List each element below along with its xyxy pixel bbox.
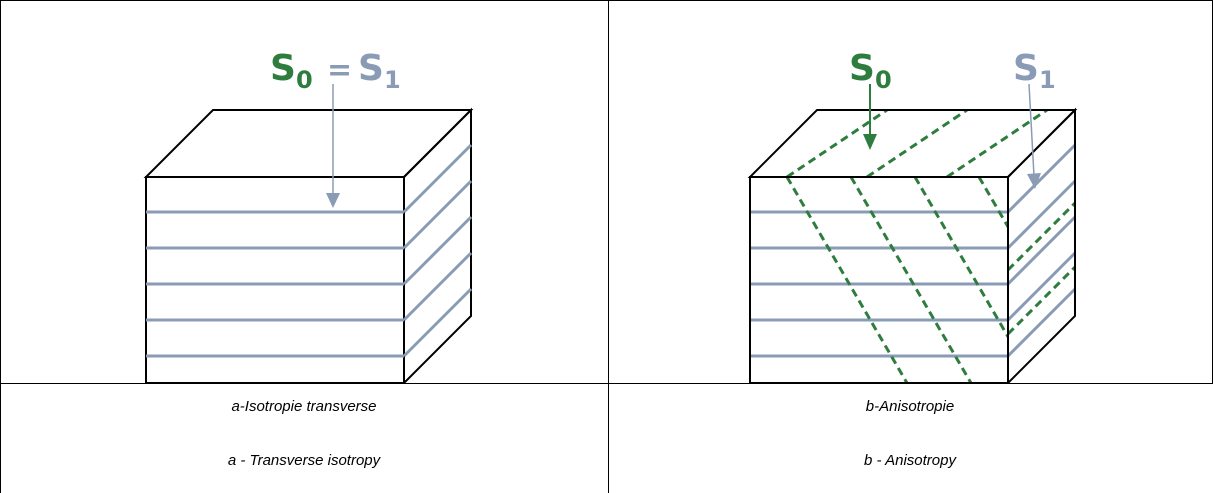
label-s0-a: S0: [270, 48, 313, 94]
cube-right-face: [403, 107, 472, 384]
cube-diagram-b: S0 S1: [747, 48, 1163, 384]
label-equals-a: =: [327, 53, 352, 88]
layer-line-side: [1006, 215, 1077, 286]
layer-line-side: [1006, 287, 1077, 358]
green-dashed-line: [913, 177, 1008, 340]
green-dashed-line: [946, 110, 1048, 177]
panel-a: S0 = S1: [0, 0, 608, 384]
panel-b: S0 S1: [609, 0, 1213, 384]
caption-b-english: b - Anisotropy: [864, 452, 956, 469]
cube-top-face: [747, 109, 1078, 178]
cube-front-face: [145, 176, 405, 384]
table-border-top: [0, 0, 1213, 1]
table-border-left: [0, 0, 1, 493]
layer-line-side: [402, 143, 473, 214]
layer-line-side: [402, 287, 473, 358]
arrow-head-a: [326, 193, 340, 208]
label-s1-a: S1: [358, 48, 401, 94]
layer-line-side: [402, 215, 473, 286]
layer-lines-b: [750, 143, 1077, 358]
green-dashed-line: [1008, 329, 1075, 383]
green-dashed-line: [785, 177, 909, 383]
green-dashed-line: [1008, 201, 1075, 272]
label-s0-b: S0: [849, 48, 892, 94]
layer-line-side: [1006, 251, 1077, 322]
label-s1-b: S1: [1013, 48, 1056, 94]
cube-right-face: [1007, 107, 1076, 384]
layer-line-side: [402, 251, 473, 322]
green-dashed-line: [1043, 177, 1163, 383]
caption-b-french: b-Anisotropie: [865, 398, 955, 415]
table-border-middle: [608, 0, 609, 493]
layer-line-side: [1006, 179, 1077, 250]
arrow-head-s0-b: [863, 134, 877, 150]
caption-a-french: a-Isotropie transverse: [231, 398, 377, 415]
green-dashed-line: [849, 177, 973, 383]
s0-planes-front: [785, 177, 1163, 383]
layer-lines-a: [146, 143, 473, 358]
green-dashed-line: [1008, 265, 1075, 336]
green-dashed-line: [977, 177, 1008, 230]
cube-diagram-a: S0 = S1: [143, 48, 474, 384]
cube-top-face: [143, 109, 474, 178]
green-dashed-line: [866, 110, 968, 177]
layer-line-side: [402, 179, 473, 250]
arrow-head-s1-b: [1027, 173, 1041, 189]
table-border-row: [0, 383, 1213, 384]
cube-front-face: [749, 176, 1009, 384]
arrow-shaft-s1-b: [1028, 83, 1035, 177]
green-dashed-line: [786, 110, 888, 177]
s0-planes-right: [1008, 201, 1075, 383]
layer-line-side: [1006, 143, 1077, 214]
caption-a-english: a - Transverse isotropy: [227, 452, 381, 469]
